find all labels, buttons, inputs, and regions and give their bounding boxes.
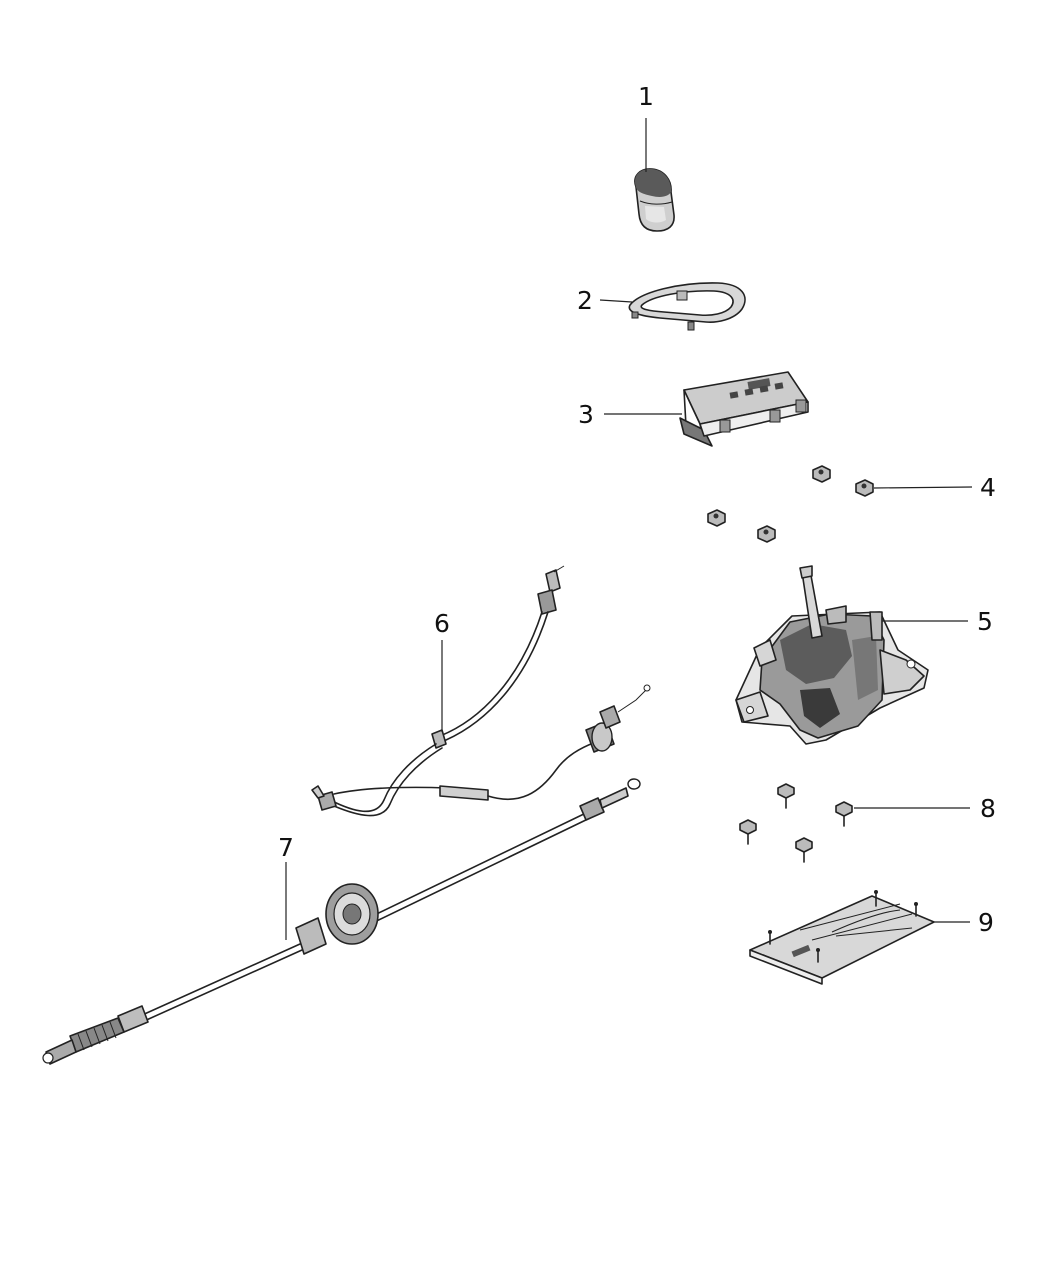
shifter-assembly-part[interactable] <box>735 565 929 745</box>
bolt-part-a[interactable] <box>777 783 795 809</box>
leader-2 <box>599 299 633 303</box>
callout-9: 9 <box>978 908 994 937</box>
callout-1: 1 <box>638 82 654 111</box>
bracket-plate-part[interactable] <box>749 890 935 985</box>
bolt-part-c[interactable] <box>739 819 757 845</box>
indicator-bezel-part[interactable] <box>679 371 809 447</box>
bolt-part-b[interactable] <box>835 801 853 827</box>
nut-part-a[interactable] <box>812 465 831 483</box>
callout-2: 2 <box>577 286 593 315</box>
callout-3: 3 <box>578 400 594 429</box>
callout-6: 6 <box>434 609 450 638</box>
callout-7: 7 <box>278 833 294 862</box>
callout-4: 4 <box>980 473 996 502</box>
nut-part-d[interactable] <box>757 525 776 543</box>
callout-5: 5 <box>977 607 993 636</box>
nut-part-b[interactable] <box>855 479 874 497</box>
shift-knob-part[interactable] <box>634 168 675 232</box>
shift-cable-part[interactable] <box>311 565 651 817</box>
callout-8: 8 <box>980 794 996 823</box>
nut-part-c[interactable] <box>707 509 726 527</box>
bezel-ring-part[interactable] <box>628 282 746 331</box>
bolt-part-d[interactable] <box>795 837 813 863</box>
transmission-cable-part[interactable] <box>42 778 641 1065</box>
leader-4 <box>873 486 973 489</box>
